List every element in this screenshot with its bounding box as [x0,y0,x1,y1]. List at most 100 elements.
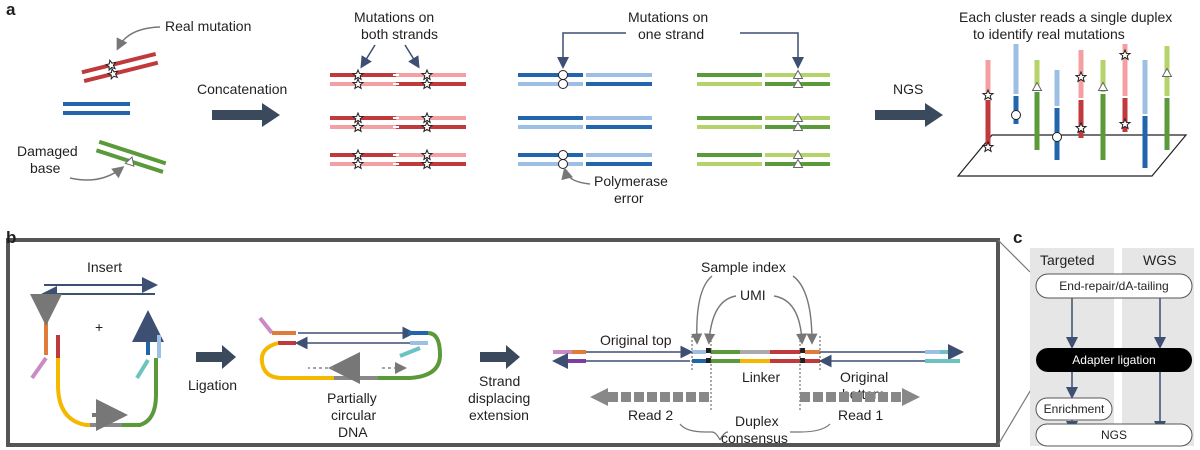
partially-circular-label-1: Partially [327,390,377,406]
error-circle-icon [558,150,568,160]
both-strands-arrow-left [360,44,376,69]
adapter-ligation-label: Adapter ligation [1072,353,1155,367]
real-mutation-pointer [116,26,161,51]
damaged-base-label-1: Damaged [17,143,78,159]
read-dash [686,392,696,402]
zoom-line-top [997,239,1031,273]
mutation-star-icon [1119,49,1131,60]
error-circle-icon [558,159,568,169]
extension-arrow [480,345,520,369]
end-repair-label: End-repair/dA-tailing [1059,279,1168,293]
mutation-star-icon [352,121,364,132]
cluster-text-2: to identify real mutations [973,26,1125,42]
read-2-label: Read 2 [628,407,673,423]
enrichment-box [1035,397,1113,421]
targeted-header: Targeted [1040,252,1094,268]
read-dash [852,392,862,402]
panel-a: Real mutation Damaged base Concatenation… [17,9,1188,206]
both-strands-arrow-right [404,44,420,69]
read-dash [647,392,657,402]
read-dash [634,392,644,402]
panel-b-letter: b [6,228,17,247]
end-repair-box [1035,273,1193,299]
enrichment-label: Enrichment [1044,402,1105,416]
ngs-label: NGS [893,81,923,97]
read-2-arrow [590,388,709,406]
read-dash [660,392,670,402]
ngs-arrow [875,103,943,127]
mutation-star-icon [352,158,364,169]
panel-c-letter: c [1013,228,1023,247]
polymerase-error-label-2: error [614,190,644,206]
one-strand-label-1: Mutations on [628,9,708,25]
umi-arrow-left [704,295,737,345]
plus-sign: + [95,319,103,335]
partially-circular-label-2: circular [331,407,376,423]
read-dash [813,392,823,402]
ligation-label: Ligation [188,377,237,393]
one-strand-label-2: one strand [638,26,704,42]
partially-circular-dna [258,316,443,384]
read-dash [800,392,810,402]
sample-index-arrow-left [691,275,713,345]
panel-b-frame [6,238,1000,447]
ngs-box-label: NGS [1101,428,1127,442]
mutation-star-icon [421,158,433,169]
read-dash [878,392,888,402]
ligation-arrow [196,345,236,369]
one-strand-green-duplexes [697,70,830,168]
damage-triangle-icon [1098,82,1108,91]
read-1-label: Read 1 [838,407,883,423]
damaged-base-pointer [69,166,125,181]
original-bottom-label-1: Original [840,369,888,385]
damaged-duplex [95,139,167,174]
damage-triangle-icon [1162,68,1172,77]
partially-circular-label-3: DNA [338,424,368,440]
wgs-header: WGS [1143,252,1176,268]
both-strands-label-2: both strands [361,26,438,42]
polymerase-error-pointer [561,167,591,185]
concatenation-label: Concatenation [197,81,287,97]
error-circle-icon [1052,132,1062,142]
cluster-text-1: Each cluster reads a single duplex [959,9,1172,25]
error-circle-icon [1011,110,1021,120]
concatenation-arrow [212,103,280,127]
mutation-star-icon [421,78,433,89]
damaged-base-label-2: base [30,160,61,176]
real-mutation-duplex [81,52,159,84]
insert-label: Insert [87,259,122,275]
error-circle-icon [558,79,568,89]
duplex-consensus-brace [679,423,831,441]
umi-arrow-right [773,295,808,345]
read-dash [673,392,683,402]
strand-displacing-label-1: Strand [479,373,520,389]
sample-index-label: Sample index [701,259,786,275]
polymerase-error-label-1: Polymerase [594,173,668,189]
one-strand-bracket-right [740,32,804,69]
mutation-star-icon [1119,118,1131,129]
real-mutation-label: Real mutation [165,18,251,34]
u-adapter [30,294,164,431]
mutation-star-icon [1075,122,1087,133]
mutation-star-icon [421,121,433,132]
read-dash [608,392,618,402]
read-dash [865,392,875,402]
damage-triangle-icon [1032,82,1042,91]
flow-cell-plane [956,134,1188,177]
original-top-label: Original top [600,332,672,348]
panel-c: Targeted WGS End-repair/dA-tailing Adapt… [1030,248,1194,447]
panel-b: Insert + Ligation [6,238,1049,447]
umi-label: UMI [740,287,766,303]
adapter-ligation-box [1036,348,1192,372]
error-circle-icon [558,70,568,80]
both-strands-duplexes [330,69,466,169]
read-dash [699,392,709,402]
panel-a-letter: a [6,0,16,19]
mutation-star-icon [982,89,994,100]
read-dash [826,392,836,402]
both-strands-label-1: Mutations on [354,9,434,25]
duplex-consensus-label-2: consensus [721,430,788,446]
strand-displacing-label-3: extension [469,407,529,423]
sample-index-arrow-right [792,275,818,345]
